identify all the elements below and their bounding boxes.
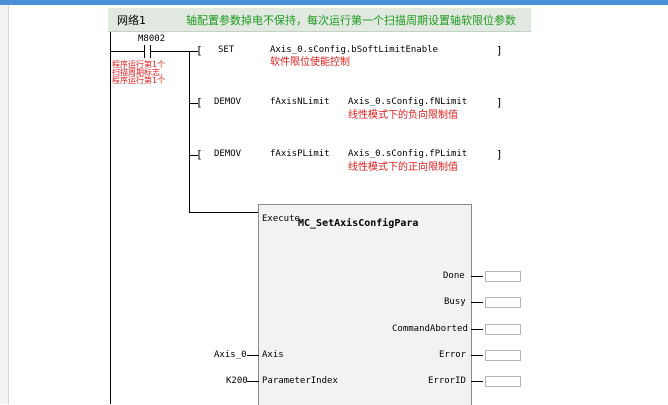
- output-value-field[interactable]: [485, 271, 521, 282]
- execute-wire: [189, 212, 258, 213]
- instruction-comment: 软件限位使能控制: [270, 57, 350, 68]
- network-label: 网络1: [117, 14, 146, 27]
- contact-right-wire: [150, 51, 189, 52]
- output-pin-done: Done: [443, 271, 465, 281]
- contact-comment: 程序运行第1个 扫描周期标志, 程序运行第1个: [112, 61, 165, 85]
- instruction-comment: 线性模式下的负向限制值: [348, 110, 458, 121]
- fb-execute-pin: Execute: [262, 214, 300, 224]
- instruction-source: fAxisPLimit: [270, 149, 330, 159]
- instruction-operand: Axis_0.sConfig.bSoftLimitEnable: [270, 45, 438, 55]
- left-power-rail: [110, 32, 111, 404]
- contact-comment-line: 扫描周期标志,: [112, 68, 163, 77]
- network-header[interactable]: 网络1 轴配置参数掉电不保持，每次运行第一个扫描周期设置轴软限位参数: [108, 8, 531, 32]
- output-pin-busy: Busy: [444, 297, 466, 307]
- output-value-field[interactable]: [485, 350, 521, 361]
- input-value-parameter-index[interactable]: K200: [226, 376, 248, 386]
- contact-comment-line: 程序运行第1个: [112, 76, 166, 85]
- output-wire: [471, 302, 483, 303]
- output-wire: [471, 381, 483, 382]
- editor-gutter: [0, 5, 9, 404]
- instruction-open-bracket: [: [196, 96, 203, 109]
- input-pin-axis: Axis: [262, 350, 284, 360]
- output-wire: [471, 329, 483, 330]
- output-value-field[interactable]: [485, 376, 521, 387]
- instruction-close-bracket: ]: [496, 148, 503, 161]
- top-accent-bar: [0, 0, 668, 5]
- instruction-destination: Axis_0.sConfig.fPLimit: [348, 149, 468, 159]
- instruction-comment: 线性模式下的正向限制值: [348, 162, 458, 173]
- instruction-open-bracket: [: [196, 148, 203, 161]
- branch-bus: [189, 51, 190, 212]
- instruction-name: SET: [218, 45, 235, 55]
- contact-left-bar: [144, 45, 145, 58]
- input-pin-parameter-index: ParameterIndex: [262, 376, 338, 386]
- contact-left-wire: [111, 51, 144, 52]
- function-block[interactable]: Execute MC_SetAxisConfigPara: [258, 204, 472, 405]
- output-value-field[interactable]: [485, 297, 521, 308]
- input-value-axis[interactable]: Axis_0: [214, 350, 247, 360]
- fb-title: MC_SetAxisConfigPara: [298, 218, 419, 229]
- output-pin-error: Error: [439, 350, 467, 360]
- rung-wire: [189, 103, 198, 104]
- rung-wire: [189, 155, 198, 156]
- output-wire: [471, 276, 483, 277]
- instruction-destination: Axis_0.sConfig.fNLimit: [348, 97, 468, 107]
- contact-comment-line: 程序运行第1个: [112, 60, 166, 69]
- instruction-close-bracket: ]: [496, 96, 503, 109]
- rung-wire: [189, 51, 198, 52]
- contact-name: M8002: [138, 34, 166, 44]
- instruction-source: fAxisNLimit: [270, 97, 330, 107]
- instruction-name: DEMOV: [214, 149, 242, 159]
- output-pin-command-aborted: CommandAborted: [392, 324, 468, 334]
- output-wire: [471, 355, 483, 356]
- output-pin-error-id: ErrorID: [428, 376, 466, 386]
- instruction-name: DEMOV: [214, 97, 242, 107]
- input-wire: [247, 355, 259, 356]
- input-wire: [247, 381, 259, 382]
- instruction-close-bracket: ]: [496, 44, 503, 57]
- network-comment: 轴配置参数掉电不保持，每次运行第一个扫描周期设置轴软限位参数: [186, 14, 516, 27]
- output-value-field[interactable]: [485, 324, 521, 335]
- instruction-open-bracket: [: [196, 44, 203, 57]
